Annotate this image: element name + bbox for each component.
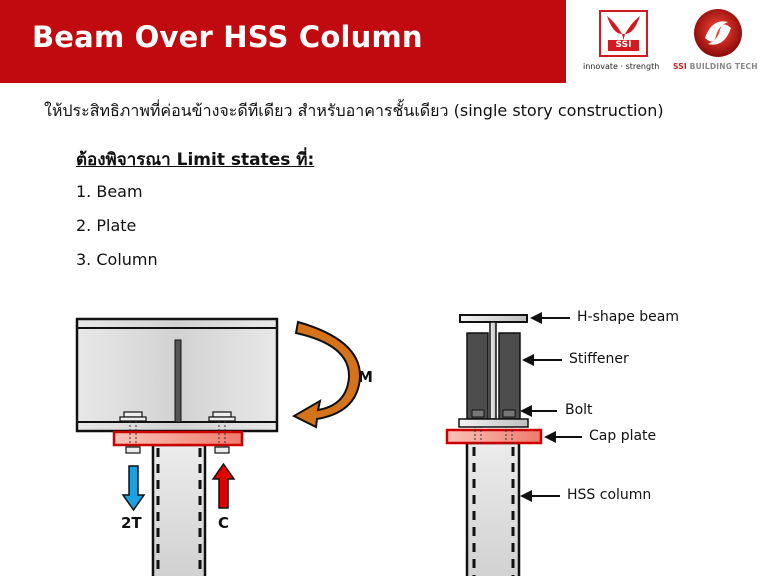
building-tech-caption: SSI BUILDING TECH [673, 62, 758, 71]
title-banner: Beam Over HSS Column [0, 0, 566, 83]
label-h-shape-beam: H-shape beam [577, 309, 679, 325]
tension-arrow-icon [121, 465, 146, 512]
right-hss-column [465, 441, 521, 576]
moment-label: M [358, 368, 373, 386]
left-bolts [119, 411, 236, 454]
left-hss-column [151, 443, 207, 576]
left-beam [75, 317, 279, 433]
ssi-logo: SSI [599, 10, 648, 57]
leaf-icon [607, 16, 640, 40]
bt-suffix: BUILDING TECH [689, 62, 758, 71]
tension-label: 2T [121, 514, 142, 532]
list-item-column: 3. Column [76, 250, 158, 269]
label-bolt: Bolt [565, 402, 593, 418]
list-item-beam: 1. Beam [76, 182, 143, 201]
ssi-mark: SSI [608, 40, 639, 51]
left-cap-plate [112, 430, 244, 447]
label-hss-column: HSS column [567, 487, 652, 503]
ssi-tagline: innovate · strength [583, 62, 660, 71]
leader-arrows [520, 312, 582, 502]
compression-label: C [218, 514, 230, 532]
compression-arrow-icon [211, 462, 236, 509]
moment-arrow-icon [291, 320, 362, 429]
label-cap-plate: Cap plate [589, 428, 657, 444]
bt-prefix: SSI [673, 62, 687, 71]
page-title: Beam Over HSS Column [32, 20, 423, 54]
list-item-plate: 2. Plate [76, 216, 137, 235]
right-cap-plate [445, 428, 543, 445]
label-stiffener: Stiffener [569, 351, 629, 367]
intro-text: ให้ประสิทธิภาพที่ค่อนข้างจะดีทีเดียว สำห… [44, 101, 664, 120]
limit-states-heading: ต้องพิจารณา Limit states ที่: [76, 150, 315, 170]
